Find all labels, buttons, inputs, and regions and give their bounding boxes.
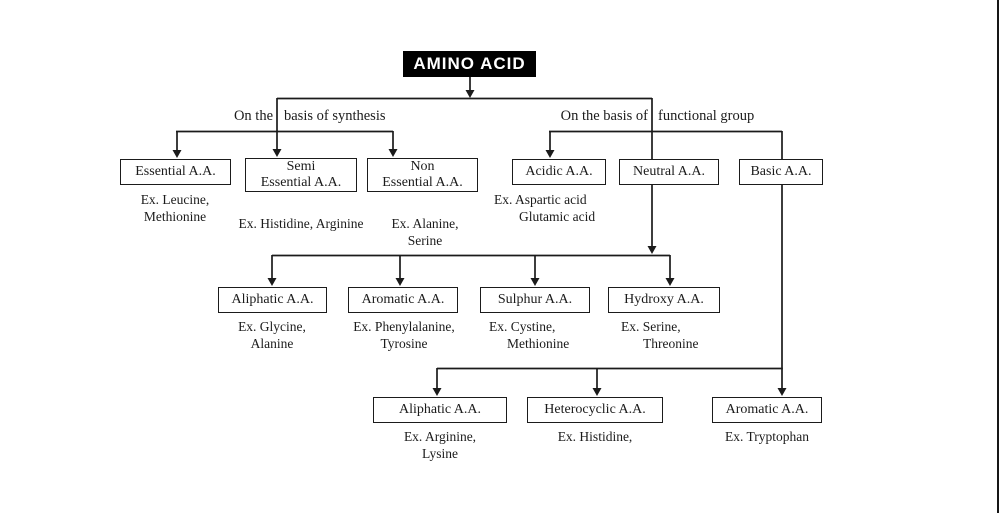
node-label-line: Neutral A.A.	[633, 164, 705, 179]
node-label-line: Hydroxy A.A.	[624, 292, 704, 307]
example-line: Ex. Tryptophan	[724, 429, 809, 444]
node-label-line: Aromatic A.A.	[361, 292, 445, 307]
window-edge-line	[997, 0, 999, 513]
example-line: Ex. Serine,	[621, 319, 681, 334]
node-label-line: Aliphatic A.A.	[231, 292, 314, 307]
node-sulphur: Sulphur A.A.	[480, 287, 590, 313]
basis-label-functional-part1: On the basis of	[560, 108, 648, 124]
example-line: Ex. Cystine,	[489, 319, 556, 334]
example-semi-essential: Ex. Histidine, Arginine	[223, 215, 379, 232]
example-line: Tyrosine	[380, 336, 428, 351]
node-aliphatic-basic: Aliphatic A.A.	[373, 397, 507, 423]
node-neutral: Neutral A.A.	[619, 159, 719, 185]
node-aliphatic-neutral: Aliphatic A.A.	[218, 287, 327, 313]
node-basic: Basic A.A.	[739, 159, 823, 185]
example-non-essential: Ex. Alanine, Serine	[365, 215, 485, 249]
basis-label-synthesis-part2: basis of synthesis	[284, 108, 386, 124]
node-label-line: Non	[410, 159, 435, 174]
node-aromatic-basic: Aromatic A.A.	[712, 397, 822, 423]
node-label-line: Sulphur A.A.	[497, 292, 573, 307]
example-line: Glutamic acid	[519, 209, 596, 224]
node-label-line: Semi	[286, 159, 316, 174]
example-aliphatic-basic: Ex. Arginine, Lysine	[375, 428, 505, 462]
example-line: Methionine	[143, 209, 207, 224]
node-essential: Essential A.A.	[120, 159, 231, 185]
example-line: Ex. Arginine,	[403, 429, 477, 444]
node-aromatic-neutral: Aromatic A.A.	[348, 287, 458, 313]
example-line: Ex. Glycine,	[238, 319, 306, 334]
example-hydroxy: Ex. Serine, Threonine	[621, 318, 751, 352]
node-heterocyclic: Heterocyclic A.A.	[527, 397, 663, 423]
example-line: Ex. Alanine,	[391, 216, 459, 231]
node-label-line: Essential A.A.	[382, 175, 463, 190]
example-line: Ex. Phenylalanine,	[353, 319, 455, 334]
example-line: Serine	[407, 233, 443, 248]
node-acidic: Acidic A.A.	[512, 159, 606, 185]
node-label-line: Aliphatic A.A.	[398, 402, 482, 417]
node-label-line: Acidic A.A.	[525, 164, 593, 179]
example-line: Ex. Histidine, Arginine	[238, 216, 364, 231]
basis-label-synthesis-part1: On the	[233, 108, 273, 124]
example-essential: Ex. Leucine, Methionine	[113, 191, 237, 225]
example-sulphur: Ex. Cystine, Methionine	[489, 318, 619, 352]
example-line: Ex. Histidine,	[557, 429, 633, 444]
basis-label-functional-part2: functional group	[658, 108, 755, 124]
example-aliphatic-neutral: Ex. Glycine, Alanine	[212, 318, 332, 352]
example-line: Ex. Aspartic acid	[494, 192, 587, 207]
example-line: Threonine	[643, 336, 699, 351]
example-line: Lysine	[422, 446, 458, 461]
example-line: Alanine	[250, 336, 294, 351]
connector-group	[172, 77, 787, 396]
example-heterocyclic: Ex. Histidine,	[527, 428, 663, 445]
node-hydroxy: Hydroxy A.A.	[608, 287, 720, 313]
example-line: Methionine	[507, 336, 570, 351]
example-aromatic-neutral: Ex. Phenylalanine, Tyrosine	[343, 318, 465, 352]
node-label-line: Essential A.A.	[260, 175, 342, 190]
node-label-line: Heterocyclic A.A.	[544, 402, 646, 417]
example-line: Ex. Leucine,	[140, 192, 210, 207]
example-aromatic-basic: Ex. Tryptophan	[707, 428, 827, 445]
node-label-line: Essential A.A.	[135, 164, 216, 179]
node-label-line: Basic A.A.	[750, 164, 812, 179]
diagram-title: AMINO ACID	[403, 51, 536, 77]
node-label-line: Aromatic A.A.	[725, 402, 809, 417]
